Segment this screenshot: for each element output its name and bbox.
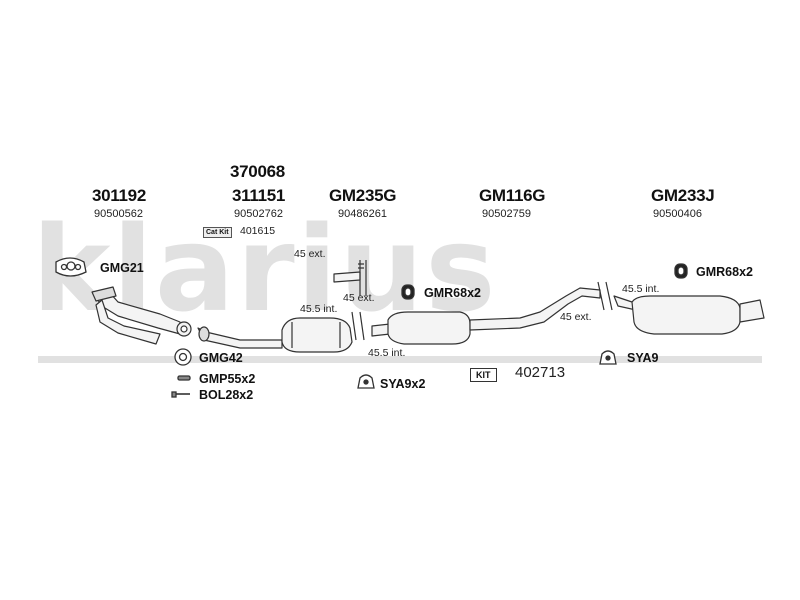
cat-kit-badge: Cat Kit: [203, 227, 232, 238]
rubber-mount-icon: [401, 284, 415, 300]
part-oe-number: 90500562: [94, 208, 143, 220]
fitting-label: SYA9: [627, 351, 659, 365]
dimension-note: 45.5 int.: [300, 303, 338, 315]
fitting-label: GMR68x2: [696, 265, 753, 279]
pin-icon: [177, 375, 191, 381]
watermark-bar: [38, 356, 762, 363]
dimension-note: 45.5 int.: [368, 347, 406, 359]
bolt-icon: [171, 391, 190, 398]
part-code: GM233J: [651, 186, 715, 205]
middle-silencer: [387, 311, 471, 345]
fitting-label: GMP55x2: [199, 372, 256, 386]
cat-kit-number: 401615: [240, 225, 276, 237]
fitting-label: GMR68x2: [424, 286, 481, 300]
front-pipe-second-branch: [95, 299, 161, 345]
dimension-note: 45.5 int.: [622, 283, 660, 295]
fitting-label: GMG21: [100, 261, 144, 275]
part-code: 301192: [92, 186, 146, 205]
fitting-label: BOL28x2: [199, 388, 254, 402]
gasket-flange-icon: [55, 257, 87, 277]
part-oe-number: 90502759: [482, 208, 531, 220]
catalytic-converter: [281, 317, 353, 353]
part-code: GM235G: [329, 186, 397, 205]
front-pipe-flange: [91, 286, 117, 302]
ring-gasket-icon: [174, 348, 192, 366]
fitting-label: SYA9x2: [380, 377, 426, 391]
dimension-note: 45 ext.: [294, 248, 326, 260]
part-code: GM116G: [479, 186, 546, 205]
part-code: 311151: [232, 186, 286, 205]
connector-pipe: [333, 271, 361, 283]
kit-badge: KIT: [470, 368, 497, 382]
dimension-note: 45 ext.: [560, 311, 592, 323]
dimension-note: 45 ext.: [343, 292, 375, 304]
hanger-bracket-icon: [599, 350, 617, 365]
mid-pipe: [469, 287, 601, 331]
cat-inlet-pipe: [197, 327, 283, 349]
fitting-label: GMG42: [199, 351, 243, 365]
rubber-mount-icon: [674, 263, 688, 279]
part-oe-number: 90500406: [653, 208, 702, 220]
part-oe-number: 90502762: [234, 208, 283, 220]
kit-number: 402713: [515, 364, 566, 381]
part-oe-number: 90486261: [338, 208, 387, 220]
tail-pipe: [739, 299, 765, 323]
hanger-bracket-icon: [357, 374, 375, 389]
rear-silencer: [631, 295, 741, 335]
part-code: 370068: [230, 162, 285, 181]
